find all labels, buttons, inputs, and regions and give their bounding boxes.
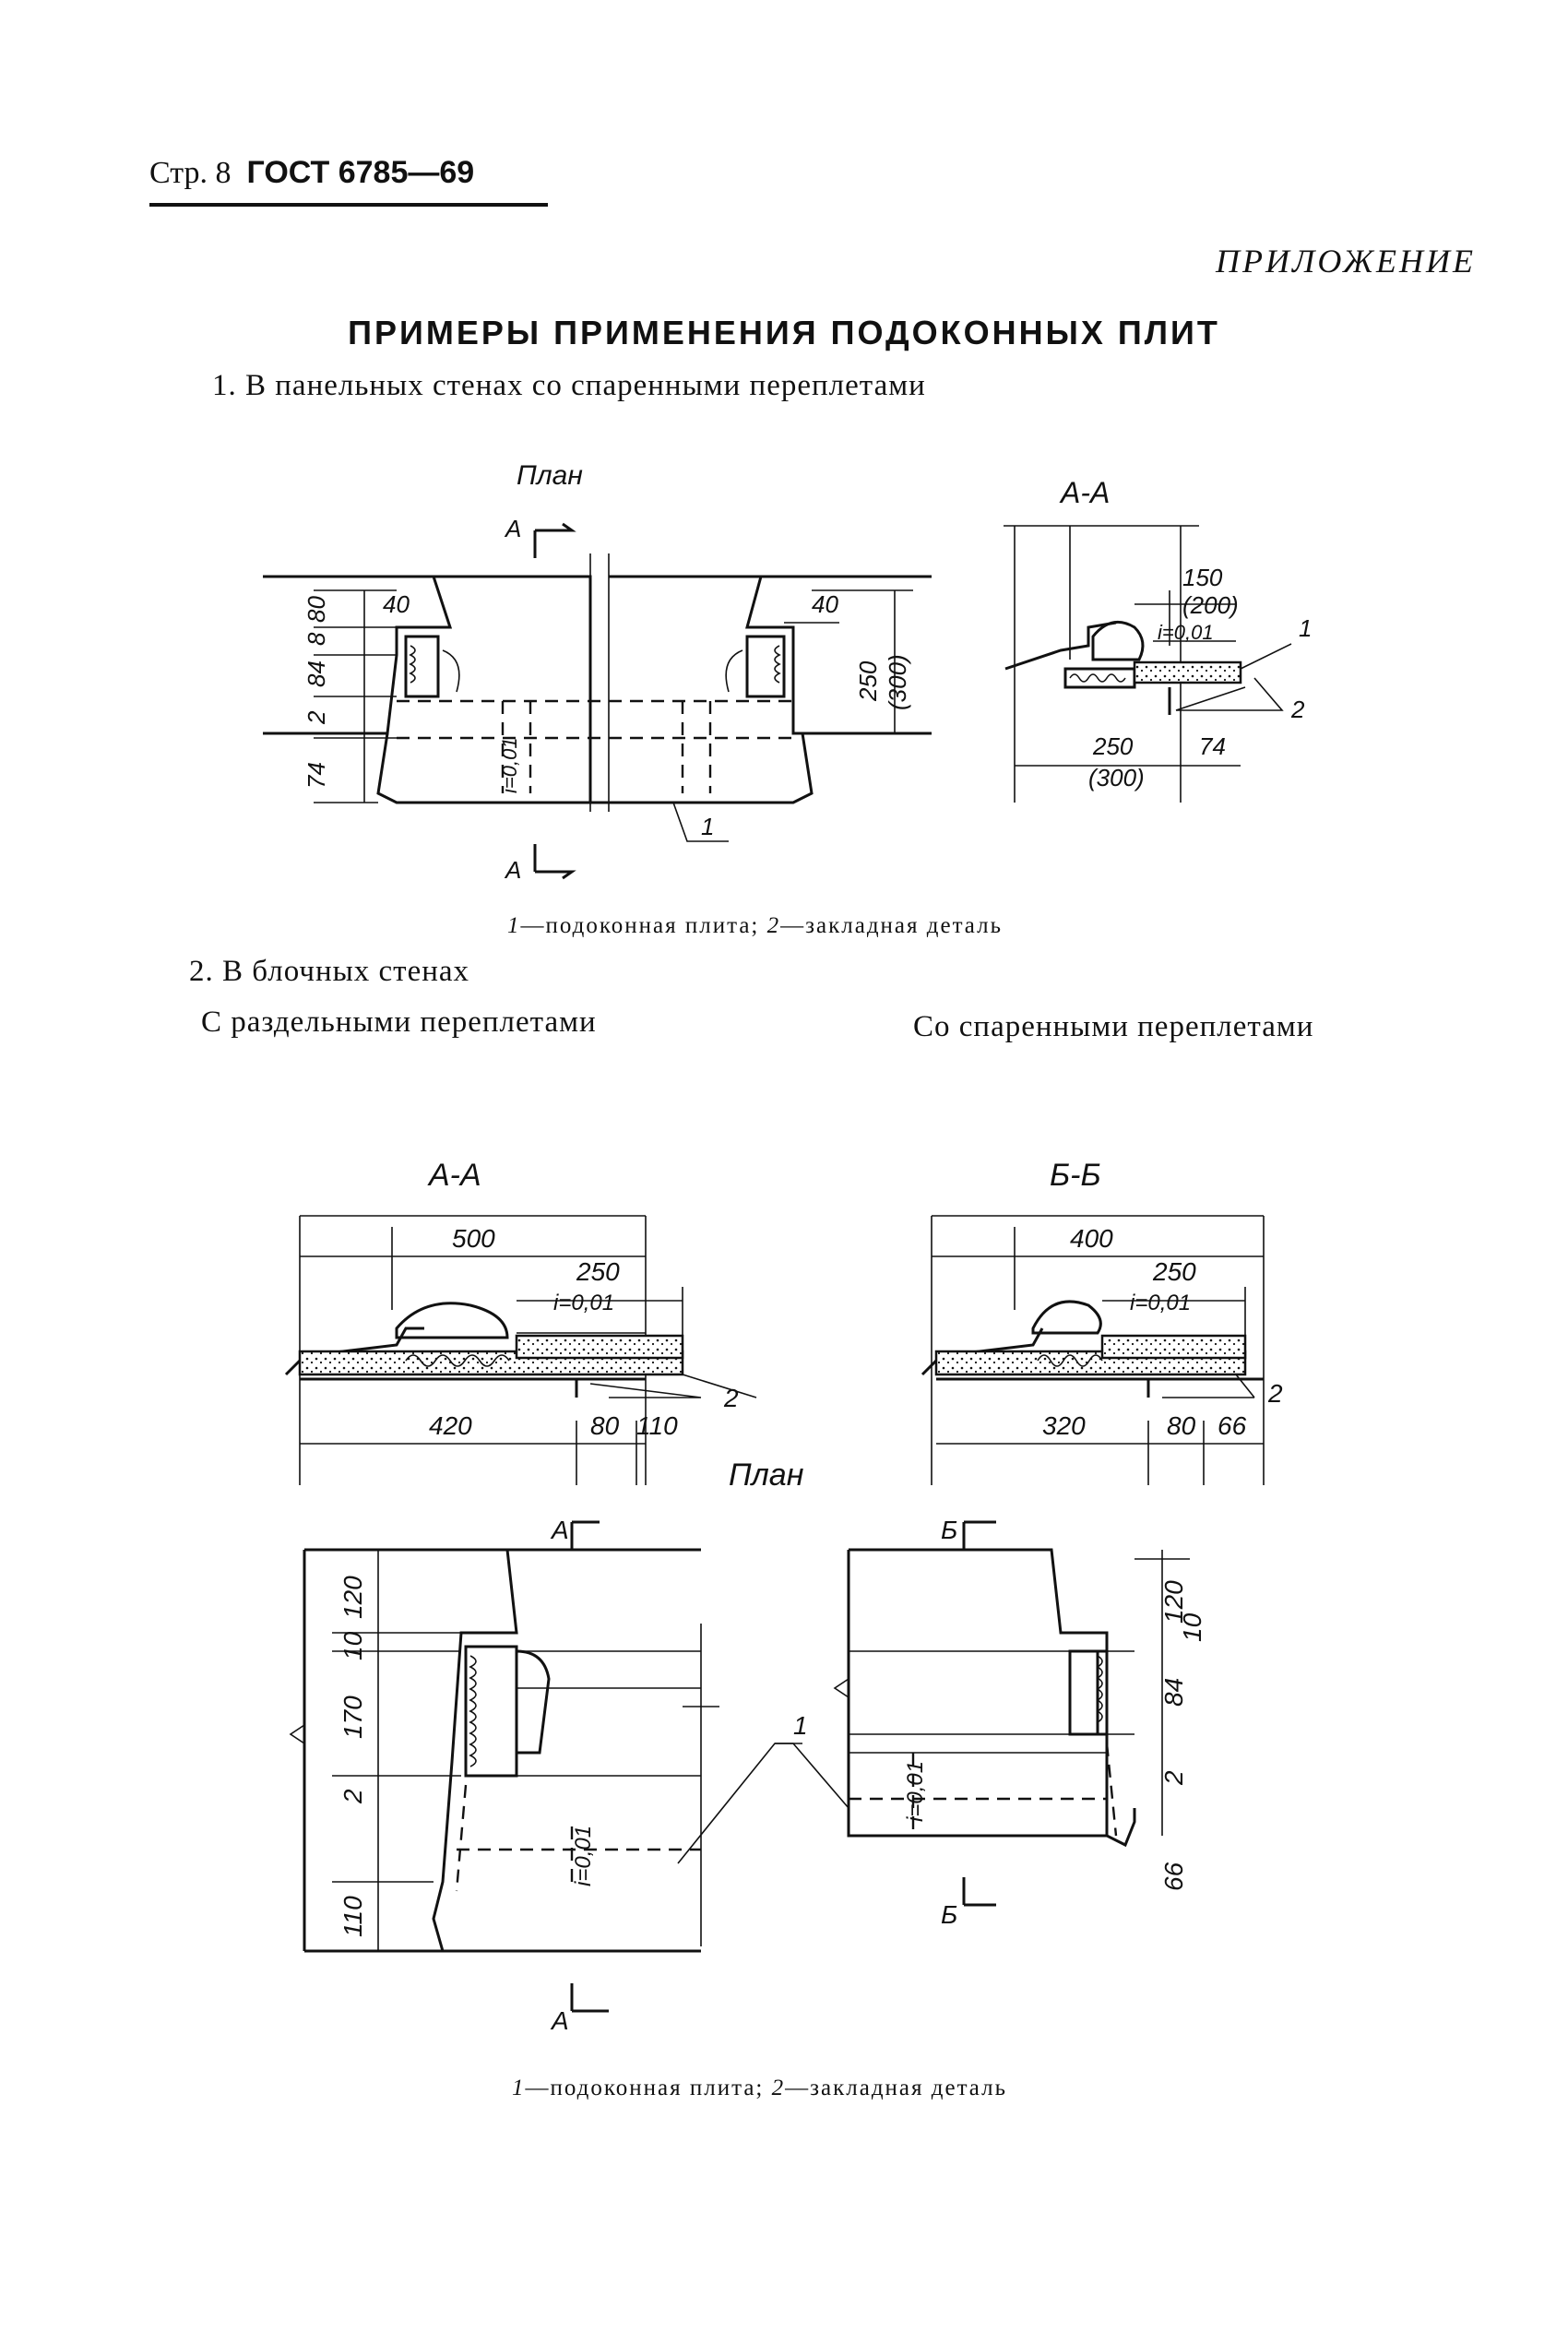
s2-caption-t1: —подоконная плита; [525,2076,772,2100]
s1-plan-labels: План А А 40 40 80 8 84 2 74 250 (300) i=… [303,460,911,884]
s1-dim-74: 74 [303,762,330,789]
s2-caption: 1—подоконная плита; 2—закладная деталь [512,2076,1007,2101]
s1-dim-40-left: 40 [383,590,410,618]
s2r-dim-80: 80 [1167,1411,1196,1440]
s2-left-section-label: А-А [427,1158,481,1193]
s1-caption-n2: 2 [766,913,781,938]
s2l-dim-420: 420 [429,1411,472,1440]
s2l-callout-2: 2 [723,1384,739,1412]
s1-slope: i=0,01 [498,737,521,793]
s1-plan-label: План [517,460,583,491]
s1-caption-t1: —подоконная плита; [520,913,767,938]
appendix-label: ПРИЛОЖЕНИЕ [1216,243,1476,280]
s1-dim-84: 84 [303,660,330,687]
s1-caption: 1—подоконная плита; 2—закладная деталь [507,913,1003,939]
s2pr-dim-2: 2 [1159,1770,1188,1786]
s1-section-drawing [1004,525,1292,803]
s2r-callout-2: 2 [1267,1379,1283,1408]
s2r-slope: i=0,01 [1130,1291,1191,1315]
s2pl-dim-120: 120 [339,1576,367,1619]
s2-cut-b-bottom: Б [941,1900,957,1929]
s2-right-section-drawing [921,1215,1265,1907]
s2l-dim-500: 500 [452,1224,495,1253]
s2pl-dim-170: 170 [339,1695,367,1739]
standard-code: ГОСТ 6785—69 [246,155,475,190]
s2pl-dim-2: 2 [339,1789,367,1804]
s2-cut-a-top: А [550,1516,569,1544]
s1s-dim-250: 250 [1092,732,1134,760]
section1-heading: 1. В панельных стенах со спаренными пере… [212,369,926,402]
s1-dim-300: (300) [884,654,911,710]
s2pl-dim-10: 10 [339,1631,367,1660]
s1-section-label: А-А [1059,476,1110,509]
s2-plan-labels: План А А Б Б 120 10 170 2 i=0,01 110 1 1… [339,1458,1206,2035]
s2r-dim-400: 400 [1070,1224,1113,1253]
page-title: ПРИМЕРЫ ПРИМЕНЕНИЯ ПОДОКОННЫХ ПЛИТ [348,314,1220,351]
s2pl-dim-110: 110 [339,1896,367,1937]
s1s-dim-300: (300) [1088,764,1145,791]
section2-right-subheading: Со спаренными переплетами [913,1010,1314,1043]
s1-callout-1: 1 [701,813,714,840]
header-rule [149,203,548,207]
s1s-callout-1: 1 [1299,614,1312,642]
s1-dim-80: 80 [303,596,330,623]
s1-dim-2: 2 [303,710,330,725]
s1s-slope: i=0,01 [1158,621,1214,644]
s2l-dim-80: 80 [590,1411,620,1440]
s2l-dim-250: 250 [576,1257,620,1286]
s2-plan-callout-1: 1 [793,1711,808,1740]
s2-caption-t2: —закладная деталь [785,2076,1007,2100]
s1-dim-250: 250 [854,660,882,702]
s1-plan-drawing [263,522,932,880]
s2-right-section-labels: Б-Б 400 250 i=0,01 2 320 80 66 [1042,1158,1283,1440]
section2-left-subheading: С раздельными переплетами [201,1005,597,1039]
s1-caption-t2: —закладная деталь [780,913,1003,938]
s2pr-dim-84: 84 [1159,1678,1188,1707]
s2l-dim-110: 110 [636,1411,678,1440]
s2pr-dim-66: 66 [1159,1862,1188,1891]
s2r-dim-320: 320 [1042,1411,1086,1440]
page-header: Стр. 8 ГОСТ 6785—69 [149,155,474,191]
s2-caption-n2: 2 [771,2076,786,2100]
page-number: Стр. 8 [149,156,232,190]
s2-plan-label: План [729,1458,804,1493]
s2pl-slope: i=0,01 [571,1826,596,1886]
s2pr-dim-120: 120 [1159,1580,1188,1624]
s1s-dim-200: (200) [1182,591,1239,619]
s2r-dim-250: 250 [1152,1257,1196,1286]
s1-caption-n1: 1 [507,913,521,938]
s2-left-section-drawing [284,1215,757,2013]
s1-dim-40-right: 40 [812,590,838,618]
s1-cut-top: А [504,515,521,542]
s1s-dim-150: 150 [1182,564,1223,591]
s2pr-slope: i=0,01 [903,1761,928,1822]
s2-cut-b-top: Б [941,1516,957,1544]
s2-left-plan-drawing [289,1548,802,1953]
s2r-dim-66: 66 [1218,1411,1247,1440]
s2-left-section-labels: А-А 500 250 i=0,01 2 420 80 110 [427,1158,739,1440]
s2l-slope: i=0,01 [553,1291,614,1315]
s2-right-section-label: Б-Б [1050,1158,1101,1193]
s1-cut-bottom: А [504,856,521,884]
s1-dim-8: 8 [303,632,330,646]
section2-heading: 2. В блочных стенах [189,955,470,988]
s2-caption-n1: 1 [512,2076,526,2100]
s1-section-labels: А-А 150 (200) i=0,01 1 2 250 (300) 74 [1059,476,1312,791]
s2pr-dim-10: 10 [1178,1612,1206,1642]
s1s-dim-74: 74 [1199,732,1226,760]
s2-right-plan-drawing [775,1548,1190,1848]
s2-cut-a-bottom: А [550,2006,569,2035]
s1s-callout-2: 2 [1290,696,1305,723]
